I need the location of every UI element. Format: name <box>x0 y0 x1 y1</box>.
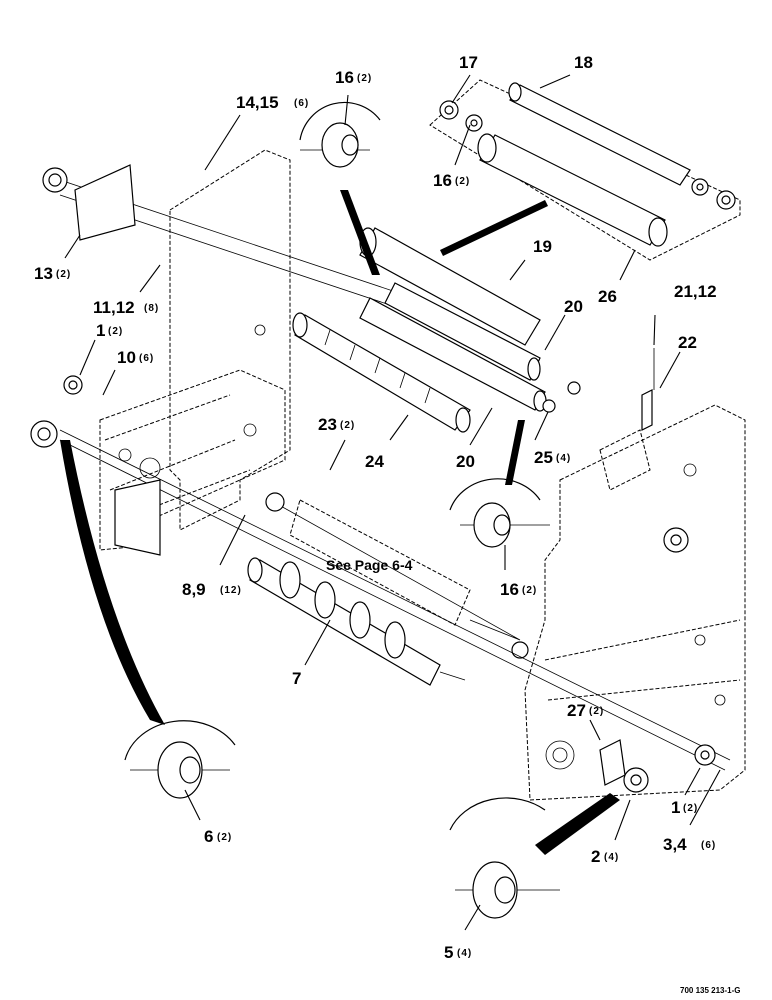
svg-text:10: 10 <box>117 348 136 367</box>
svg-text:13: 13 <box>34 264 53 283</box>
callout-1-left: 1(2) <box>96 321 123 340</box>
svg-text:(4): (4) <box>457 948 472 959</box>
callout-27: 27(2) <box>567 701 604 720</box>
detail-circle-6 <box>60 440 236 799</box>
callout-21-12: 21,12 <box>674 282 717 301</box>
svg-text:(6): (6) <box>701 840 716 851</box>
svg-text:16: 16 <box>335 68 354 87</box>
callout-17: 17 <box>459 53 478 72</box>
callout-6: 6 (2) <box>204 827 232 846</box>
svg-text:7: 7 <box>292 669 301 688</box>
callout-24: 24 <box>365 452 384 471</box>
svg-text:(2): (2) <box>217 832 232 843</box>
svg-text:6: 6 <box>204 827 213 846</box>
right-side-frame <box>524 404 746 801</box>
svg-text:25: 25 <box>534 448 553 467</box>
svg-text:(2): (2) <box>340 420 355 431</box>
svg-text:20: 20 <box>564 297 583 316</box>
svg-text:24: 24 <box>365 452 384 471</box>
svg-text:(2): (2) <box>589 706 604 717</box>
svg-text:(2): (2) <box>56 269 71 280</box>
callout-23: 23(2) <box>318 415 355 434</box>
see-page-note: See Page 6-4 <box>326 557 413 573</box>
callout-19: 19 <box>533 237 552 256</box>
upper-roller-assembly <box>429 79 741 261</box>
callout-10: 10(6) <box>117 348 154 367</box>
svg-text:(8): (8) <box>144 303 159 314</box>
detail-circle-16-mid <box>449 420 550 548</box>
left-side-frame <box>99 149 291 551</box>
callout-22: 22 <box>678 333 697 352</box>
callout-20-lower: 20 <box>456 452 475 471</box>
front-shaft <box>30 375 731 793</box>
svg-text:(12): (12) <box>220 585 242 596</box>
roller-link-bar <box>440 200 548 256</box>
callout-20-upper: 20 <box>564 297 583 316</box>
post-part <box>641 348 655 431</box>
svg-text:8,9: 8,9 <box>182 580 206 599</box>
svg-text:21,12: 21,12 <box>674 282 717 301</box>
callout-7: 7 <box>292 669 301 688</box>
callout-16-top: 16(2) <box>335 68 372 87</box>
lower-rollers <box>247 492 529 686</box>
callout-14-15: 14,15 (6) <box>236 93 309 112</box>
svg-text:2: 2 <box>591 847 600 866</box>
svg-text:18: 18 <box>574 53 593 72</box>
leader-lines <box>64 74 721 931</box>
callout-8-9: 8,9 (12) <box>182 580 242 599</box>
svg-text:19: 19 <box>533 237 552 256</box>
upper-rear-shaft <box>42 164 421 316</box>
svg-text:14,15: 14,15 <box>236 93 279 112</box>
svg-text:3,4: 3,4 <box>663 835 687 854</box>
drawing-code: 700 135 213-1-G <box>680 986 741 995</box>
callout-13: 13(2) <box>34 264 71 283</box>
callout-16-lower: 16(2) <box>500 580 537 599</box>
svg-text:(2): (2) <box>522 585 537 596</box>
callout-18: 18 <box>574 53 593 72</box>
callout-5: 5 (4) <box>444 943 472 962</box>
svg-text:23: 23 <box>318 415 337 434</box>
svg-text:17: 17 <box>459 53 478 72</box>
callout-26: 26 <box>598 287 617 306</box>
callout-11-12: 11,12 (8) <box>93 298 159 317</box>
svg-text:(2): (2) <box>683 803 698 814</box>
svg-text:20: 20 <box>456 452 475 471</box>
svg-text:16: 16 <box>433 171 452 190</box>
callout-2: 2 (4) <box>591 847 619 866</box>
svg-text:16: 16 <box>500 580 519 599</box>
middle-rollers <box>292 227 581 433</box>
svg-text:(2): (2) <box>357 73 372 84</box>
svg-text:(4): (4) <box>556 453 571 464</box>
svg-text:5: 5 <box>444 943 453 962</box>
svg-text:11,12: 11,12 <box>93 298 135 317</box>
detail-circle-16-top <box>299 101 381 275</box>
svg-text:(2): (2) <box>455 176 470 187</box>
svg-text:(4): (4) <box>604 852 619 863</box>
svg-text:26: 26 <box>598 287 617 306</box>
svg-text:(6): (6) <box>294 98 309 109</box>
svg-text:(6): (6) <box>139 353 154 364</box>
callout-3-4: 3,4 (6) <box>663 835 716 854</box>
svg-text:27: 27 <box>567 701 586 720</box>
svg-text:1: 1 <box>671 798 680 817</box>
detail-circle-5 <box>449 793 620 919</box>
callout-1-right: 1(2) <box>671 798 698 817</box>
callout-16-upper-roller: 16(2) <box>433 171 470 190</box>
svg-text:(2): (2) <box>108 326 123 337</box>
callout-25: 25(4) <box>534 448 571 467</box>
svg-text:1: 1 <box>96 321 105 340</box>
svg-text:22: 22 <box>678 333 697 352</box>
